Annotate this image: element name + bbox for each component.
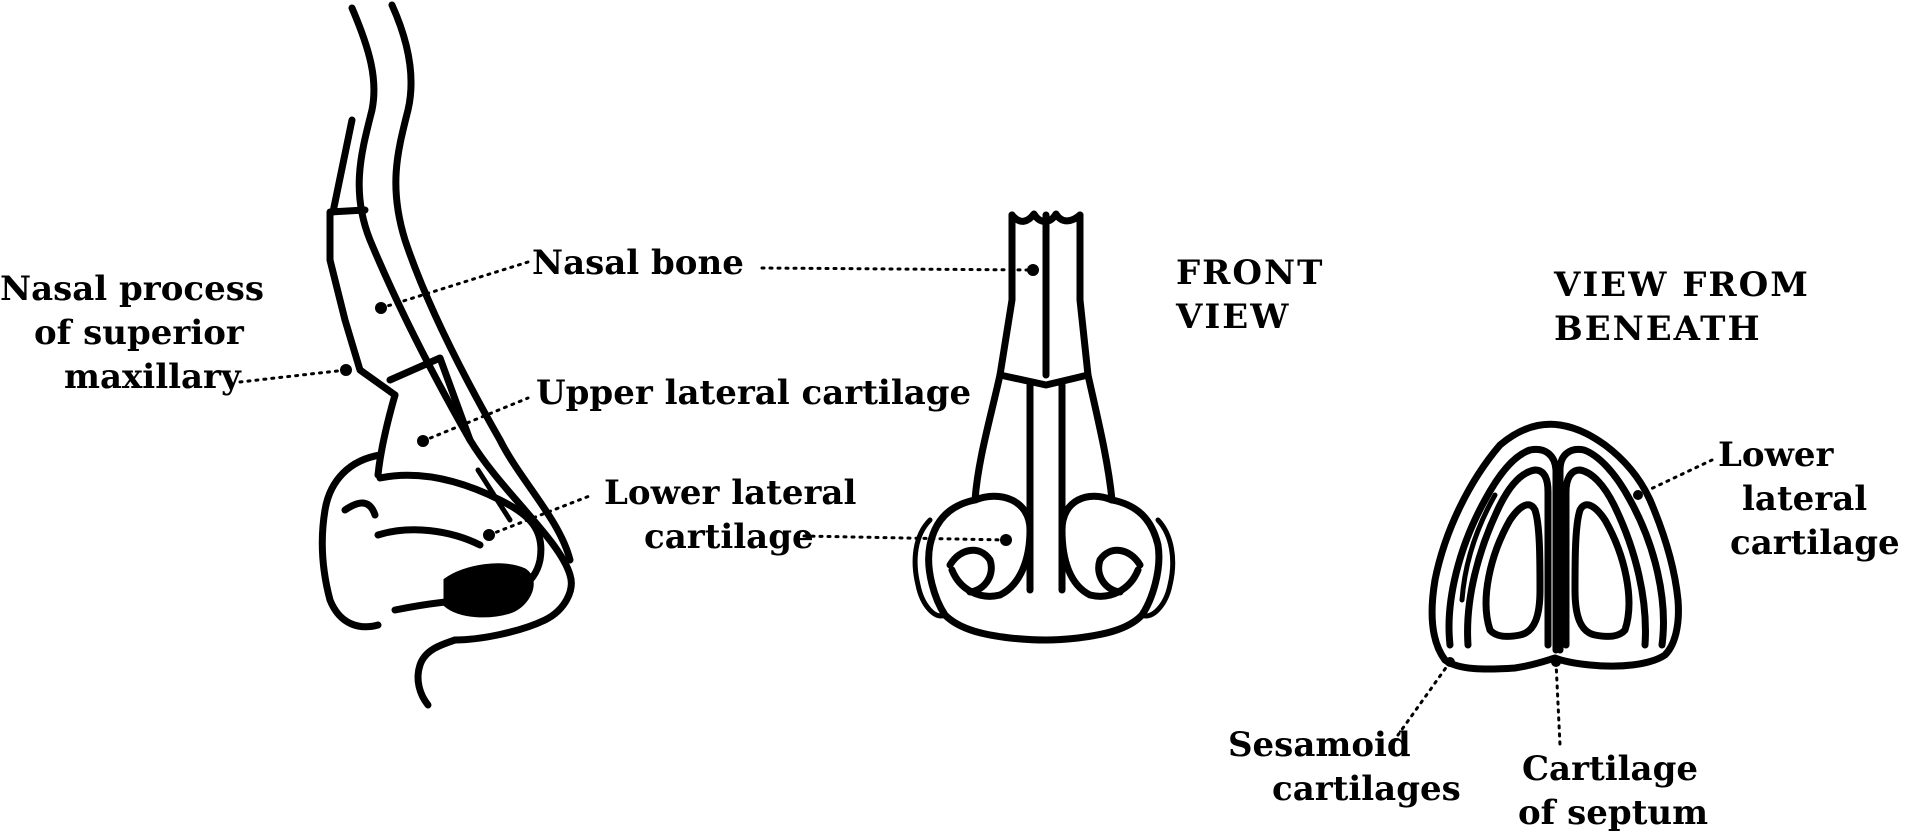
label-lower-lateral-side-line1: Lower lateral bbox=[604, 473, 856, 513]
label-nasal-process-line2: of superior bbox=[34, 313, 245, 353]
heading-beneath-line1: VIEW FROM bbox=[1553, 265, 1810, 305]
front-left-nostril bbox=[946, 547, 995, 596]
front-view-drawing bbox=[912, 210, 1176, 644]
beneath-left-nostril bbox=[1482, 501, 1544, 640]
heading-beneath-line2: BENEATH bbox=[1554, 309, 1762, 349]
leader-lower-lateral-beneath bbox=[1636, 458, 1714, 497]
front-right-nasal-bone bbox=[1076, 211, 1092, 379]
upper-lateral-cartilage-edge bbox=[374, 391, 399, 479]
label-lower-lateral-side-line2: cartilage bbox=[644, 517, 814, 557]
leader-lines bbox=[238, 260, 1714, 747]
beneath-left-slit bbox=[1459, 492, 1498, 603]
label-nasal-bone: Nasal bone bbox=[532, 243, 744, 283]
upper-lip-curve bbox=[414, 636, 459, 709]
front-junction-line bbox=[996, 371, 1092, 389]
leader-nasal-bone-side bbox=[379, 260, 530, 310]
front-left-nasal-bone bbox=[996, 211, 1016, 379]
beneath-right-nostril bbox=[1571, 501, 1633, 640]
heading-front-view-line2: VIEW bbox=[1175, 297, 1290, 337]
label-lower-lateral-beneath-line2: lateral bbox=[1742, 479, 1867, 519]
label-sesamoid-line2: cartilages bbox=[1272, 769, 1461, 809]
front-left-upper-cartilage bbox=[971, 371, 1004, 504]
side-view-drawing bbox=[318, 1, 575, 709]
front-nasal-bone-dot bbox=[1027, 264, 1039, 276]
beneath-right-band-inner bbox=[1562, 466, 1649, 649]
nasal-bone-inner-line bbox=[388, 1, 574, 564]
front-right-upper-cartilage bbox=[1084, 371, 1116, 504]
leader-nasal-process bbox=[238, 368, 348, 384]
nasal-bone-outer-line bbox=[348, 4, 575, 644]
heading-front-view-line1: FRONT bbox=[1176, 253, 1324, 293]
leader-sesamoid bbox=[1396, 660, 1452, 737]
front-left-outer-ala bbox=[912, 517, 948, 619]
alar-groove bbox=[341, 499, 379, 519]
beneath-left-band-outer bbox=[1445, 445, 1560, 654]
nasal-process-outline bbox=[326, 206, 399, 399]
septum-line bbox=[475, 467, 513, 523]
label-septum-line2: of septum bbox=[1518, 793, 1708, 833]
leader-lower-lateral-front bbox=[802, 534, 1008, 542]
leader-nasal-bone-front bbox=[760, 266, 1035, 272]
nostril-curve bbox=[374, 526, 484, 549]
ala-outline bbox=[318, 451, 384, 631]
leader-lower-lateral-side bbox=[487, 493, 594, 537]
label-septum-line1: Cartilage bbox=[1522, 749, 1698, 789]
beneath-left-band-inner bbox=[1464, 466, 1552, 649]
front-right-nostril bbox=[1095, 547, 1144, 596]
label-nasal-process-line1: Nasal process bbox=[0, 269, 264, 309]
label-lower-lateral-beneath-line3: cartilage bbox=[1730, 523, 1900, 563]
labels: Nasal process of superior maxillary Nasa… bbox=[0, 243, 1900, 833]
leader-upper-lateral-cartilage bbox=[421, 396, 530, 443]
beneath-view-drawing bbox=[1428, 420, 1682, 673]
front-right-outer-ala bbox=[1139, 517, 1176, 619]
nasal-process-upper-edge bbox=[329, 116, 356, 216]
label-sesamoid-line1: Sesamoid bbox=[1228, 725, 1411, 765]
bone-cartilage-boundary bbox=[386, 354, 474, 444]
label-nasal-process-line3: maxillary bbox=[64, 357, 242, 397]
leader-septum bbox=[1554, 660, 1562, 747]
beneath-right-band-outer bbox=[1556, 445, 1667, 654]
nostril-shadow bbox=[443, 563, 534, 618]
label-upper-lateral-cartilage: Upper lateral cartilage bbox=[536, 373, 971, 413]
label-lower-lateral-beneath-line1: Lower bbox=[1718, 435, 1834, 475]
